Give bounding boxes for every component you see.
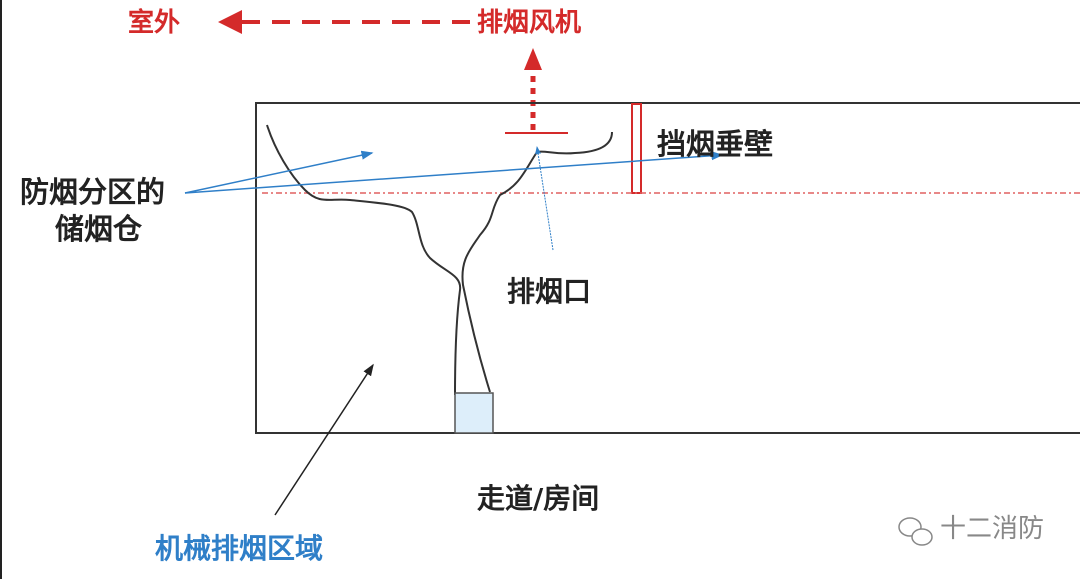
outlet-pointer: [535, 146, 554, 251]
label-smoke-curtain: 挡烟垂壁: [657, 127, 774, 161]
smoke-curtain: [631, 103, 642, 194]
smoke-plume-left: [266, 124, 462, 396]
label-smoke-reservoir-2: 储烟仓: [55, 212, 143, 246]
watermark: 十二消防: [940, 514, 1045, 544]
label-mech-exhaust-area: 机械排烟区域: [155, 532, 324, 565]
label-corridor-room: 走道/房间: [477, 482, 600, 515]
reservoir-pointer-1: [184, 150, 374, 194]
smoke-plume-right: [461, 131, 613, 393]
label-smoke-reservoir-1: 防烟分区的: [20, 175, 166, 209]
reservoir-pointer-2: [184, 151, 724, 194]
exhaust-arrowhead-icon: [524, 48, 542, 70]
door: [454, 392, 494, 434]
room-box: [255, 102, 1080, 434]
label-smoke-outlet: 排烟口: [507, 275, 592, 308]
wechat-icon: [898, 517, 933, 546]
label-outdoor: 室外: [128, 8, 181, 38]
area-pointer: [274, 363, 374, 516]
label-exhaust-fan: 排烟风机: [477, 8, 582, 38]
